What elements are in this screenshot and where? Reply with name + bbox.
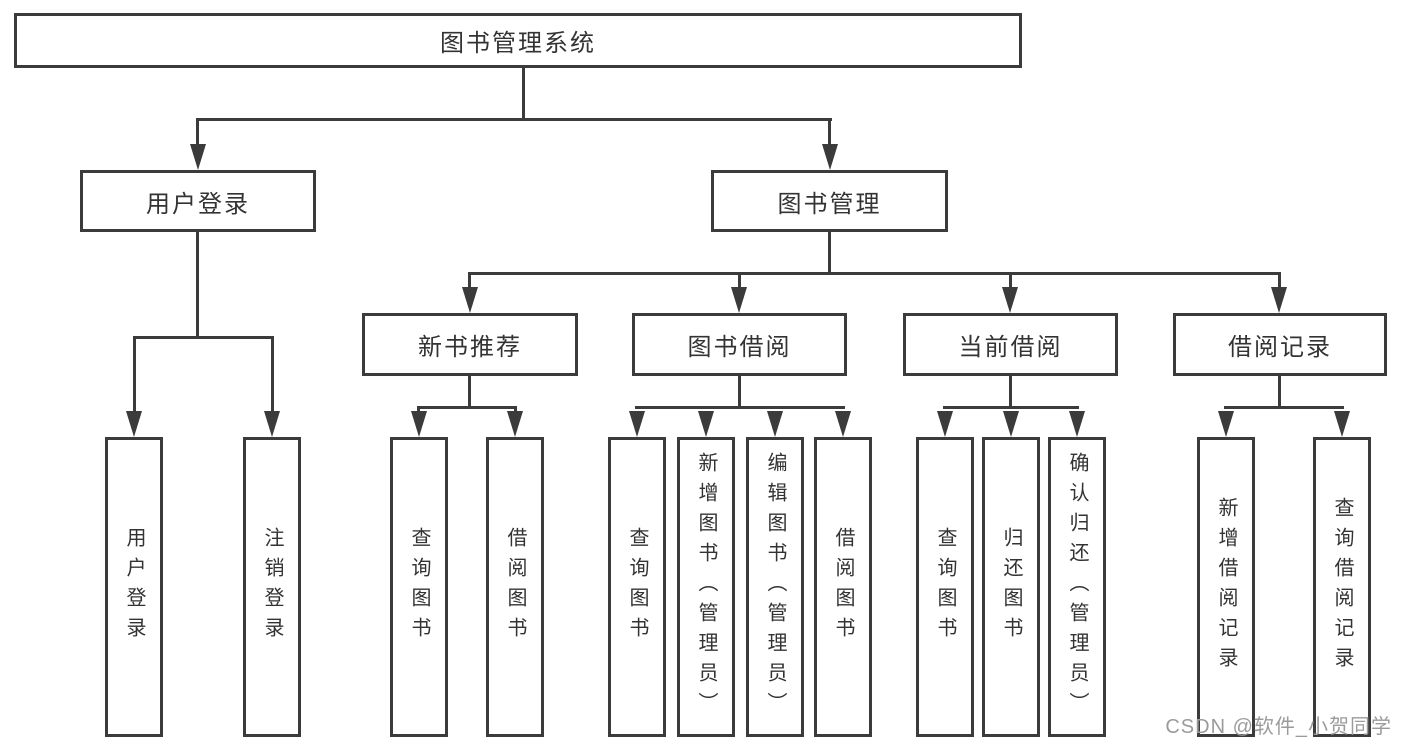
- leaf-borrow-book-2-label: 借阅图书: [832, 527, 854, 647]
- connector-arrowhead: [1069, 411, 1085, 437]
- connector-line: [738, 272, 741, 291]
- connector-line: [738, 376, 741, 409]
- leaf-borrow-book-1: 借阅图书: [486, 437, 544, 737]
- connector-line: [1009, 272, 1012, 291]
- leaf-query-book-3: 查询图书: [916, 437, 974, 737]
- node-book-borrow: 图书借阅: [632, 313, 847, 376]
- node-root: 图书管理系统: [14, 13, 1022, 68]
- leaf-query-record-label: 查询借阅记录: [1331, 497, 1353, 677]
- connector-line: [828, 118, 831, 150]
- connector-line: [271, 336, 274, 416]
- connector-arrowhead: [937, 411, 953, 437]
- connector-arrowhead: [1218, 411, 1234, 437]
- leaf-query-record: 查询借阅记录: [1313, 437, 1371, 737]
- connector-arrowhead: [1003, 411, 1019, 437]
- node-user-login-label: 用户登录: [146, 190, 250, 218]
- leaf-add-record: 新增借阅记录: [1197, 437, 1255, 737]
- leaf-query-book-2-label: 查询图书: [626, 527, 648, 647]
- connector-line: [417, 406, 420, 415]
- leaf-logout-label: 注销登录: [261, 527, 283, 647]
- node-current-borrow: 当前借阅: [903, 313, 1118, 376]
- leaf-edit-book: 编辑图书（管理员）: [746, 437, 804, 737]
- connector-line: [196, 118, 832, 121]
- connector-arrowhead: [411, 411, 427, 437]
- connector-line: [828, 232, 831, 275]
- leaf-query-book-3-label: 查询图书: [934, 527, 956, 647]
- connector-arrowhead: [126, 411, 142, 437]
- connector-line: [635, 406, 845, 409]
- connector-arrowhead: [767, 411, 783, 437]
- node-book-management: 图书管理: [711, 170, 948, 232]
- connector-line: [133, 336, 274, 339]
- leaf-query-book-2: 查询图书: [608, 437, 666, 737]
- connector-line: [1009, 376, 1012, 409]
- connector-arrowhead: [462, 287, 478, 313]
- connector-arrowhead: [731, 287, 747, 313]
- connector-line: [196, 232, 199, 336]
- node-book-borrow-label: 图书借阅: [687, 334, 792, 361]
- leaf-query-book-1-label: 查询图书: [408, 527, 430, 647]
- connector-arrowhead: [507, 411, 523, 437]
- connector-line: [468, 272, 1281, 275]
- node-user-login: 用户登录: [80, 170, 316, 232]
- connector-arrowhead: [264, 411, 280, 437]
- connector-arrowhead: [1002, 287, 1018, 313]
- connector-arrowhead: [1271, 287, 1287, 313]
- leaf-borrow-book-2: 借阅图书: [814, 437, 872, 737]
- node-root-label: 图书管理系统: [440, 30, 596, 57]
- connector-line: [943, 406, 1079, 409]
- connector-arrowhead: [835, 411, 851, 437]
- connector-line: [468, 272, 471, 291]
- connector-arrowhead: [190, 144, 206, 170]
- connector-arrowhead: [629, 411, 645, 437]
- leaf-add-record-label: 新增借阅记录: [1215, 497, 1237, 677]
- leaf-return-book: 归还图书: [982, 437, 1040, 737]
- leaf-add-book-label: 新增图书（管理员）: [695, 452, 717, 722]
- node-current-borrow-label: 当前借阅: [958, 334, 1063, 361]
- node-book-management-label: 图书管理: [777, 190, 882, 218]
- node-borrow-record-label: 借阅记录: [1228, 334, 1332, 361]
- node-new-book-recommend: 新书推荐: [362, 313, 578, 376]
- leaf-query-book-1: 查询图书: [390, 437, 448, 737]
- connector-line: [522, 68, 525, 121]
- connector-line: [1224, 406, 1344, 409]
- leaf-edit-book-label: 编辑图书（管理员）: [764, 452, 786, 722]
- leaf-return-book-label: 归还图书: [1000, 527, 1022, 647]
- leaf-borrow-book-1-label: 借阅图书: [504, 527, 526, 647]
- watermark: CSDN @软件_小贺同学: [1165, 716, 1392, 738]
- connector-arrowhead: [1334, 411, 1350, 437]
- connector-line: [417, 406, 517, 409]
- connector-line: [133, 336, 136, 416]
- connector-line: [196, 118, 199, 150]
- leaf-confirm-return: 确认归还（管理员）: [1048, 437, 1106, 737]
- connector-line: [468, 376, 471, 409]
- node-borrow-record: 借阅记录: [1173, 313, 1387, 376]
- connector-arrowhead: [822, 144, 838, 170]
- leaf-add-book: 新增图书（管理员）: [677, 437, 735, 737]
- connector-line: [1278, 272, 1281, 291]
- leaf-user-login-label: 用户登录: [123, 527, 145, 647]
- node-new-book-recommend-label: 新书推荐: [418, 334, 522, 361]
- leaf-user-login: 用户登录: [105, 437, 163, 737]
- leaf-logout: 注销登录: [243, 437, 301, 737]
- connector-line: [1278, 376, 1281, 409]
- leaf-confirm-return-label: 确认归还（管理员）: [1066, 452, 1088, 722]
- connector-line: [514, 406, 517, 415]
- connector-arrowhead: [698, 411, 714, 437]
